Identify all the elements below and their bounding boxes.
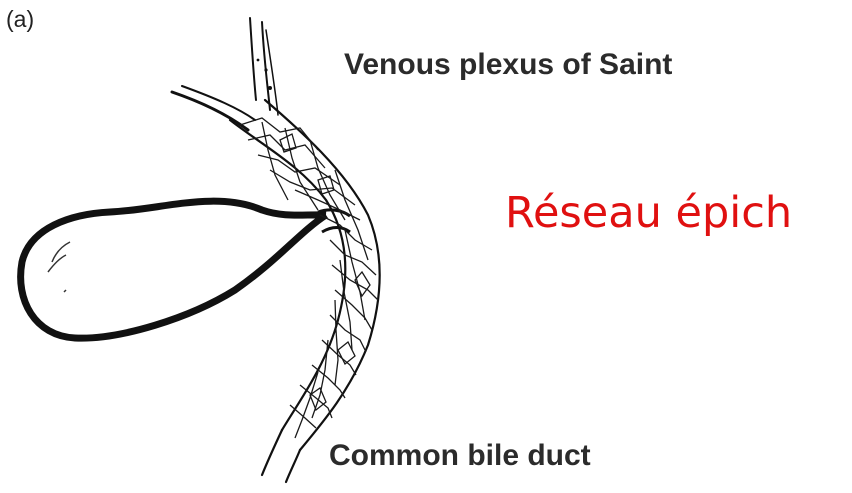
gallbladder-outline <box>21 201 326 338</box>
panel-label: (a) <box>6 6 34 33</box>
hepatic-ducts <box>172 18 278 130</box>
gallbladder-shading <box>48 242 70 292</box>
venous-plexus-label: Venous plexus of Saint <box>344 48 672 82</box>
common-bile-duct <box>230 100 380 482</box>
venous-plexus-network <box>240 118 378 438</box>
reseau-epicholedocien-label: Réseau épich <box>505 188 792 238</box>
common-bile-duct-label: Common bile duct <box>329 439 591 473</box>
